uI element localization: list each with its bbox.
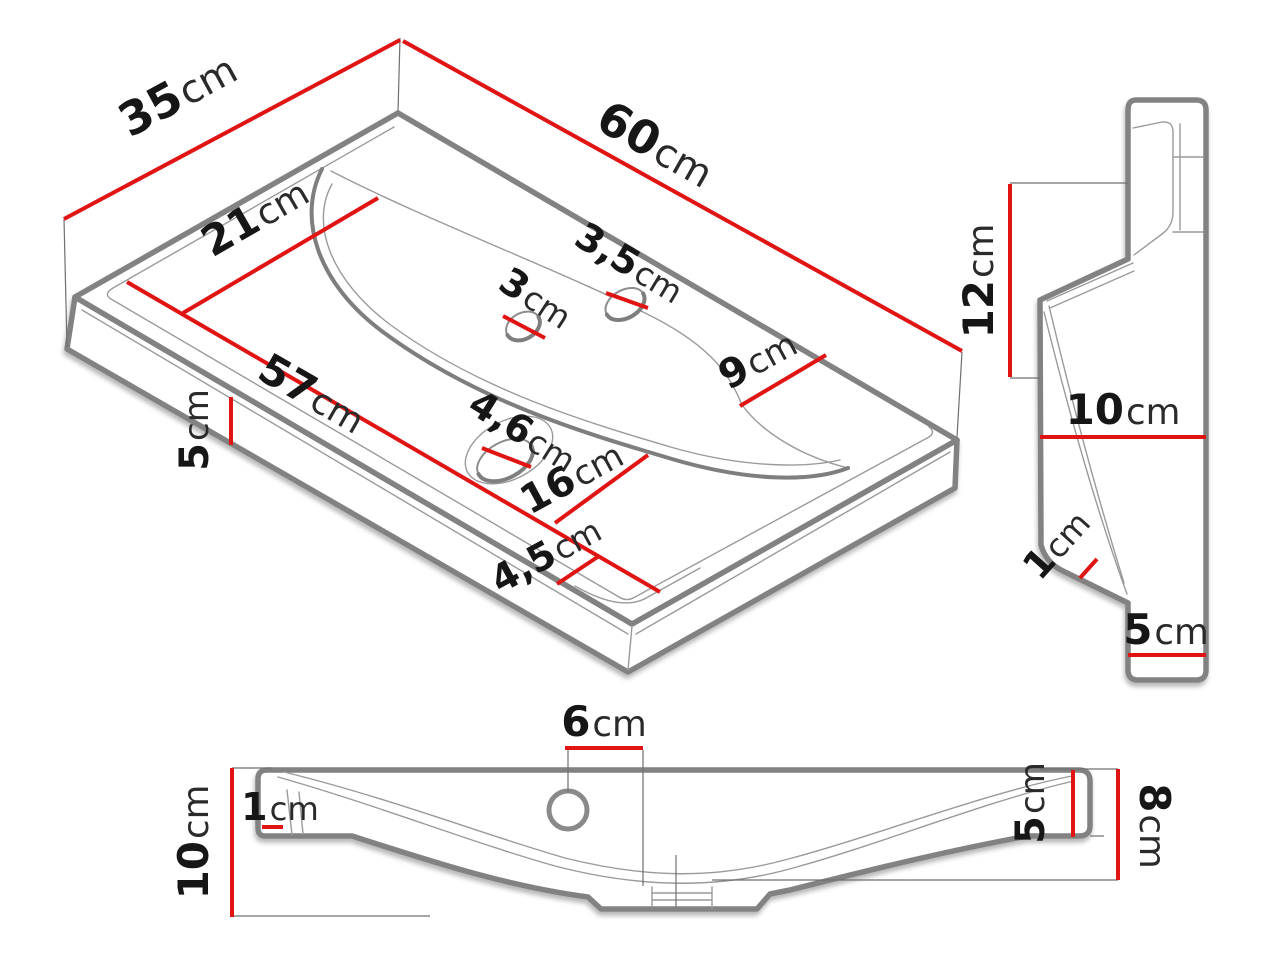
dim-line-overflow-3 (502, 314, 546, 340)
ext-right-corner (956, 351, 963, 438)
basin-front-inner-line (322, 183, 841, 466)
ext-left-corner (63, 218, 68, 348)
side-outline (1037, 97, 1209, 683)
dim-label-drain-offset: 6cm (561, 697, 647, 746)
dim-line-wall-thickness-1 (1078, 557, 1099, 580)
wall-bevel-right (635, 451, 951, 635)
dim-label-end-height: 5cm (1008, 762, 1054, 844)
side-basin-slope-1 (1043, 311, 1128, 595)
dim-line-basin-depth-16 (553, 453, 650, 525)
front-tap-hole (546, 788, 590, 832)
dim-label-depth: 10cm (1066, 385, 1181, 434)
dim-label-upper-height: 12cm (954, 224, 1003, 339)
side-deck-inner-1 (1046, 262, 1134, 302)
side-inner-top-block (1132, 121, 1174, 256)
dim-line-length-60 (402, 39, 963, 353)
front-bowl-inner-1 (277, 776, 1075, 884)
dim-label-right-height: 8cm (1130, 783, 1179, 869)
front-outline (255, 767, 1093, 912)
dim-line-counter-9 (738, 353, 828, 408)
front-corner-edge (627, 625, 633, 671)
dim-label-total-height: 10cm (169, 785, 218, 900)
dim-label-rim-lip: 1cm (241, 785, 319, 829)
dim-line-basin-width-21 (181, 196, 380, 315)
dim-line-width-35 (63, 38, 401, 221)
basin-front-edge (309, 167, 850, 480)
sink-top-face (72, 110, 960, 627)
drain-hole-inner (476, 437, 535, 484)
basin-back-edge (330, 170, 849, 469)
dim-label-bottom-ledge: 5cm (1123, 605, 1209, 654)
dim-line-tap-3-5 (605, 291, 649, 310)
dim-label-tap-hole: 3,5cm (568, 213, 692, 312)
ext-top-corner (397, 37, 401, 113)
side-deck-inner-2 (1049, 270, 1135, 309)
dim-line-drain-4-6 (481, 446, 532, 469)
front-left-slot-1 (286, 789, 293, 836)
counter-inner-rim (106, 126, 934, 601)
counter-inner-rim-2 (574, 567, 701, 604)
front-bowl-inner-2 (283, 771, 1073, 875)
side-profile-view: 12cm 10cm 1cm 5cm (954, 97, 1209, 683)
wall-bevel-left (81, 309, 629, 635)
dim-line-basin-length-57 (125, 280, 662, 594)
side-basin-slope-2 (1048, 305, 1125, 584)
dim-label-edge-height: 5cm (172, 389, 218, 471)
front-left-slot-2 (298, 791, 304, 835)
dim-line-front-rim-4-5 (555, 554, 601, 586)
isometric-view: 35cm 60cm 21cm 57cm 5cm 3cm 3,5cm 9cm 4,… (63, 37, 963, 675)
drain-hole-outer (464, 415, 554, 485)
front-elevation-view: 6cm 1cm 10cm 5cm 8cm (169, 697, 1179, 917)
